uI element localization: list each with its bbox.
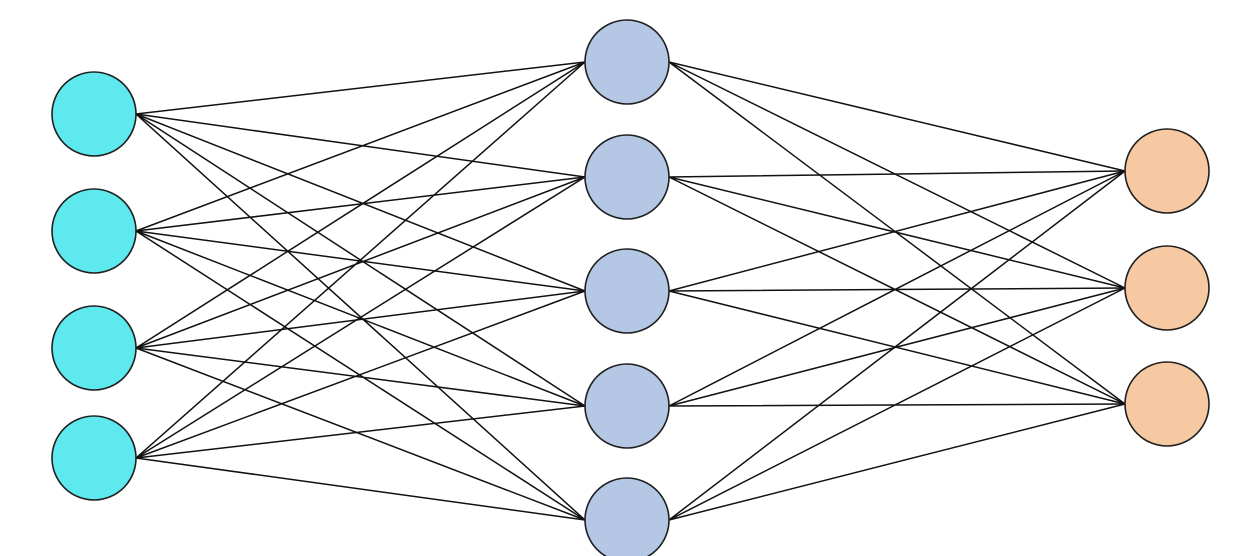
input-node-1 [51, 71, 137, 157]
edge-input-2-to-hidden-4 [135, 230, 586, 407]
edge-hidden-5-to-output-2 [668, 287, 1126, 521]
edge-input-1-to-hidden-3 [135, 113, 586, 292]
edge-hidden-4-to-output-1 [668, 170, 1126, 407]
input-node-3 [51, 305, 137, 391]
output-node-2 [1124, 245, 1210, 331]
hidden-node-2 [584, 134, 670, 220]
edge-input-4-to-hidden-3 [135, 290, 586, 459]
edge-hidden-5-to-output-1 [668, 170, 1126, 521]
edge-input-4-to-hidden-2 [135, 176, 586, 459]
edge-hidden-3-to-output-2 [668, 287, 1126, 292]
edge-input-3-to-hidden-4 [135, 347, 586, 407]
edge-hidden-3-to-output-1 [668, 170, 1126, 292]
input-node-4 [51, 415, 137, 501]
edge-hidden-4-to-output-3 [668, 403, 1126, 407]
edge-hidden-5-to-output-3 [668, 403, 1126, 521]
edge-input-3-to-hidden-1 [135, 61, 586, 349]
edge-input-3-to-hidden-5 [135, 347, 586, 521]
edge-input-1-to-hidden-2 [135, 113, 586, 178]
edge-hidden-1-to-output-1 [668, 61, 1126, 172]
hidden-node-4 [584, 363, 670, 449]
edge-input-4-to-hidden-4 [135, 405, 586, 459]
edge-input-2-to-hidden-5 [135, 230, 586, 521]
hidden-node-1 [584, 19, 670, 105]
edge-input-2-to-hidden-2 [135, 176, 586, 232]
edge-hidden-2-to-output-3 [668, 176, 1126, 405]
edge-input-2-to-hidden-1 [135, 61, 586, 232]
input-node-2 [51, 188, 137, 274]
hidden-node-3 [584, 248, 670, 334]
edge-input-4-to-hidden-1 [135, 61, 586, 459]
edge-input-4-to-hidden-5 [135, 457, 586, 521]
connections [135, 61, 1126, 521]
edge-hidden-1-to-output-2 [668, 61, 1126, 289]
edge-hidden-2-to-output-1 [668, 170, 1126, 178]
edge-input-1-to-hidden-1 [135, 61, 586, 115]
hidden-node-5 [584, 477, 670, 556]
edge-input-3-to-hidden-2 [135, 176, 586, 349]
edge-input-3-to-hidden-3 [135, 290, 586, 349]
output-node-1 [1124, 128, 1210, 214]
output-node-3 [1124, 361, 1210, 447]
neurons [51, 19, 1210, 556]
edge-hidden-2-to-output-2 [668, 176, 1126, 289]
edge-hidden-4-to-output-2 [668, 287, 1126, 407]
